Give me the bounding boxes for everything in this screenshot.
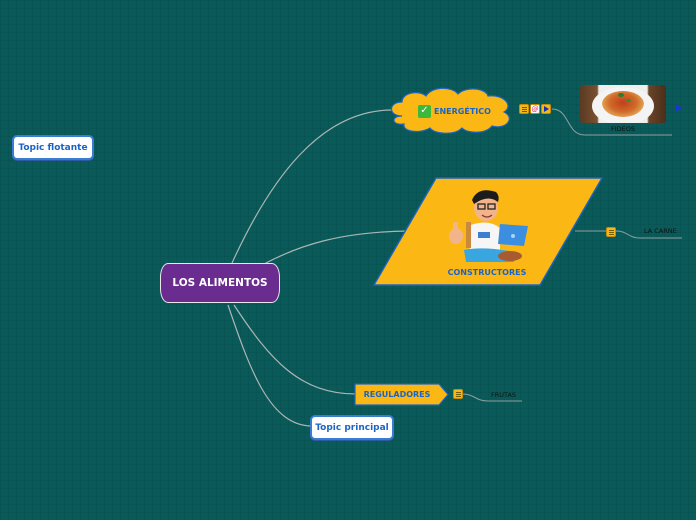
- subtopic-la-carne[interactable]: LA CARNE: [644, 227, 677, 235]
- herb-shape: [626, 99, 631, 102]
- central-topic-label: LOS ALIMENTOS: [172, 277, 268, 289]
- topic-principal[interactable]: Topic principal: [310, 415, 394, 440]
- pasta-plate-image[interactable]: [580, 85, 666, 123]
- hyperlink-icon[interactable]: @: [530, 104, 540, 114]
- note-icon[interactable]: [519, 104, 529, 114]
- check-icon: ✓: [418, 104, 431, 118]
- note-icon[interactable]: [453, 389, 463, 399]
- note-icon[interactable]: [606, 227, 616, 237]
- constructores-label: CONSTRUCTORES: [447, 268, 527, 277]
- energetico-label-group: ✓ ENERGÉTICO: [418, 103, 491, 119]
- floating-topic[interactable]: Topic flotante: [12, 135, 94, 160]
- subtopic-fideos[interactable]: FIDEOS: [611, 125, 636, 133]
- central-topic[interactable]: LOS ALIMENTOS: [160, 263, 280, 303]
- topic-principal-label: Topic principal: [315, 422, 389, 433]
- reguladores-label: REGULADORES: [363, 390, 431, 399]
- energetico-label: ENERGÉTICO: [434, 106, 491, 116]
- expand-arrow-icon[interactable]: [675, 104, 682, 112]
- student-laptop-illustration: [449, 190, 528, 262]
- reguladores-topic[interactable]: [354, 383, 450, 406]
- play-icon[interactable]: [541, 104, 551, 114]
- herb-shape: [618, 93, 624, 97]
- floating-topic-label: Topic flotante: [18, 142, 88, 153]
- energetico-topic[interactable]: [386, 86, 518, 134]
- subtopic-frutas[interactable]: FRUTAS: [491, 391, 517, 399]
